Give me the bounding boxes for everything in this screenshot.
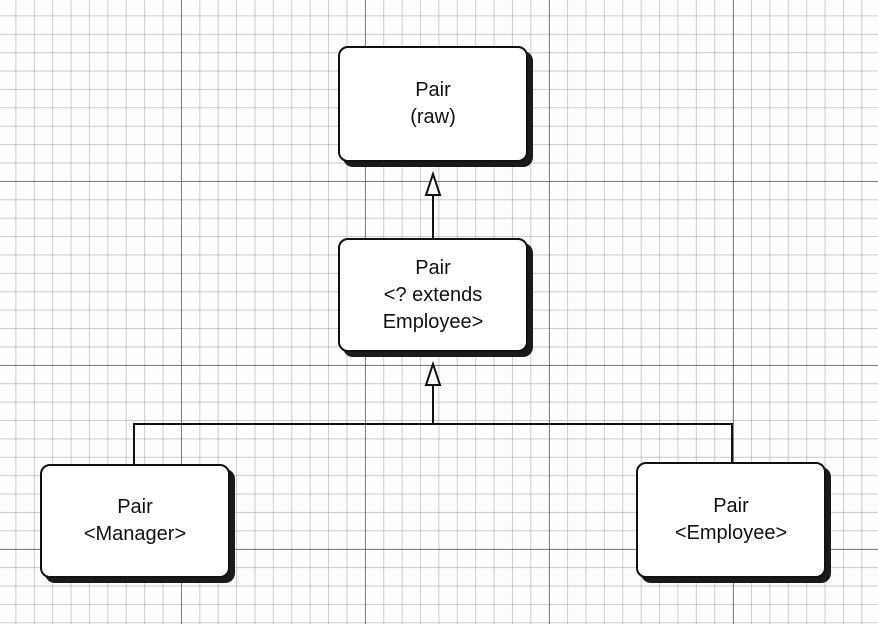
node-pair-extends-employee: Pair <? extends Employee> <box>338 238 528 352</box>
arrowhead-raw <box>424 170 442 196</box>
arrowhead-extends <box>424 360 442 386</box>
node-raw-line1: Pair <box>415 79 451 101</box>
node-manager-line1: Pair <box>117 496 153 518</box>
node-extends-line1: Pair <box>415 256 451 279</box>
node-employee-line1: Pair <box>713 495 749 517</box>
node-pair-raw: Pair (raw) <box>338 46 528 162</box>
node-pair-employee: Pair <Employee> <box>636 462 826 578</box>
node-employee-line2: <Employee> <box>674 522 788 544</box>
node-manager-line2: <Manager> <box>83 523 187 545</box>
node-extends-line3: Employee> <box>382 310 484 333</box>
node-extends-line2: <? extends <box>383 283 483 306</box>
node-pair-manager: Pair <Manager> <box>40 464 230 578</box>
node-raw-line2: (raw) <box>410 106 456 128</box>
